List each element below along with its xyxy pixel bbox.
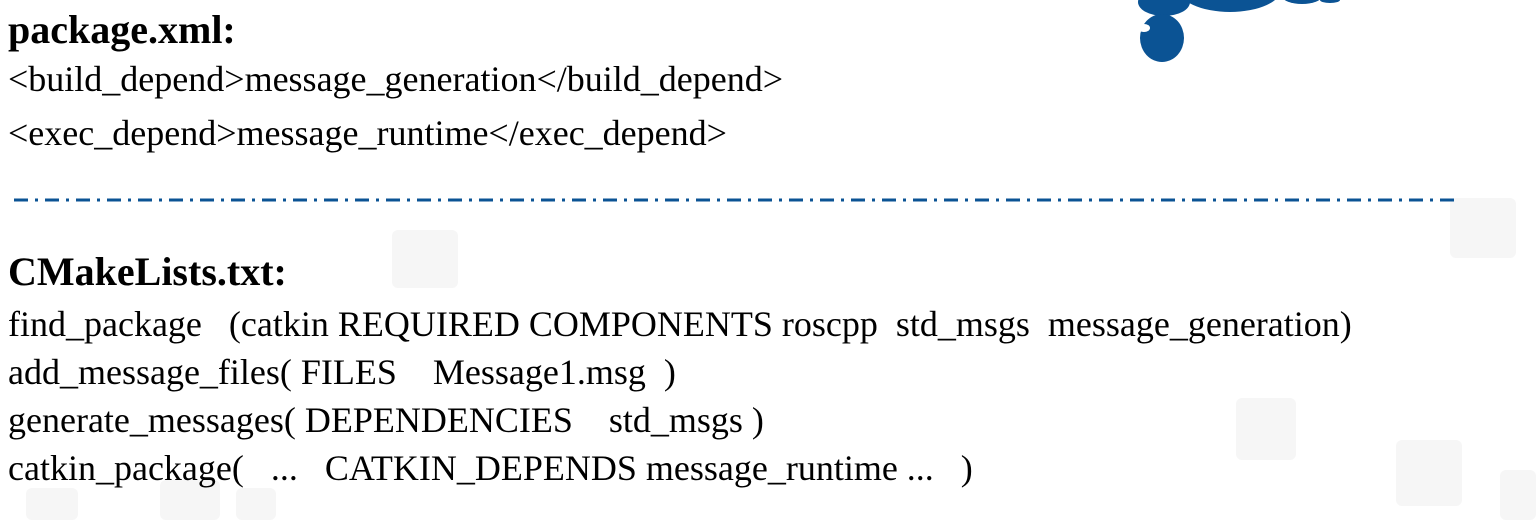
background-tile <box>236 488 276 520</box>
background-tile <box>392 230 458 288</box>
background-tile <box>26 488 78 520</box>
background-tile <box>1236 398 1296 460</box>
catkin-package-line: catkin_package( ... CATKIN_DEPENDS messa… <box>8 448 973 488</box>
find-package-line: find_package (catkin REQUIRED COMPONENTS… <box>8 304 1352 344</box>
background-tile <box>1450 198 1516 258</box>
exec-depend-line: <exec_depend>message_runtime</exec_depen… <box>8 113 727 153</box>
background-tile <box>1396 440 1462 506</box>
cmakelists-heading: CMakeLists.txt: <box>8 249 287 294</box>
background-tile <box>1500 470 1536 520</box>
logo-cloud-icon <box>1138 0 1340 62</box>
build-depend-line: <build_depend>message_generation</build_… <box>8 59 784 99</box>
background-tile <box>160 480 220 520</box>
add-message-files-line: add_message_files( FILES Message1.msg ) <box>8 352 676 392</box>
section-divider <box>14 198 1454 202</box>
package-xml-heading: package.xml: <box>8 7 236 52</box>
generate-messages-line: generate_messages( DEPENDENCIES std_msgs… <box>8 400 764 440</box>
